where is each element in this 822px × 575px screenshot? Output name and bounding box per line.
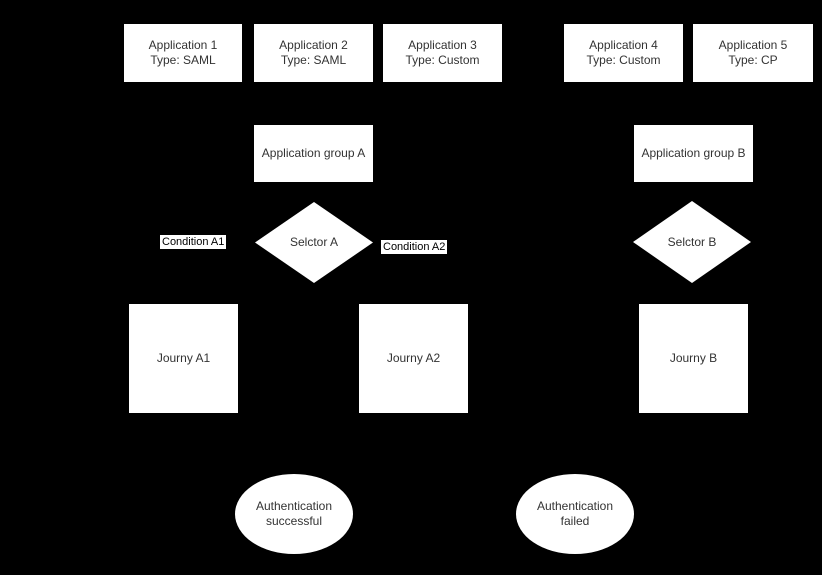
- authentication-successful-line2: successful: [265, 514, 323, 528]
- application-1-label: Application 1: [148, 38, 218, 52]
- application-4-type: Type: Custom: [586, 53, 661, 67]
- application-4-node[interactable]: Application 4 Type: Custom: [564, 24, 683, 82]
- journey-b-label: Journy B: [669, 351, 718, 365]
- application-2-type: Type: SAML: [280, 53, 347, 67]
- application-group-a-node[interactable]: Application group A: [254, 125, 373, 182]
- journey-a1-node[interactable]: Journy A1: [129, 304, 238, 413]
- application-3-node[interactable]: Application 3 Type: Custom: [383, 24, 502, 82]
- application-1-type: Type: SAML: [150, 53, 216, 67]
- application-2-label: Application 2: [279, 38, 348, 52]
- authentication-successful-ellipse[interactable]: Authentication successful: [235, 474, 353, 554]
- application-5-node[interactable]: Application 5 Type: CP: [693, 24, 813, 82]
- journey-b-node[interactable]: Journy B: [639, 304, 748, 413]
- journey-a1-label: Journy A1: [156, 351, 211, 365]
- application-3-label: Application 3: [408, 38, 477, 52]
- authentication-failed-ellipse[interactable]: Authentication failed: [516, 474, 634, 554]
- journey-a2-label: Journy A2: [386, 351, 441, 365]
- selector-a-label: Selctor A: [289, 235, 339, 249]
- application-3-type: Type: Custom: [405, 53, 480, 67]
- condition-a1-label[interactable]: Condition A1: [160, 235, 227, 249]
- application-group-b-label: Application group B: [641, 146, 746, 160]
- application-1-node[interactable]: Application 1 Type: SAML: [124, 24, 242, 82]
- application-group-a-label: Application group A: [261, 146, 366, 160]
- application-5-label: Application 5: [718, 38, 788, 52]
- journey-a2-node[interactable]: Journy A2: [359, 304, 468, 413]
- application-5-type: Type: CP: [728, 53, 778, 67]
- authentication-successful-line1: Authentication: [255, 499, 333, 513]
- condition-a2-label[interactable]: Condition A2: [381, 240, 448, 254]
- selector-b-label: Selctor B: [667, 234, 717, 249]
- selector-b-diamond[interactable]: Selctor B: [633, 201, 751, 283]
- application-4-label: Application 4: [589, 38, 658, 52]
- authentication-failed-line1: Authentication: [536, 499, 614, 513]
- authentication-failed-line2: failed: [560, 514, 590, 528]
- application-group-b-node[interactable]: Application group B: [634, 125, 753, 182]
- application-2-node[interactable]: Application 2 Type: SAML: [254, 24, 373, 82]
- selector-a-diamond[interactable]: Selctor A: [255, 202, 373, 283]
